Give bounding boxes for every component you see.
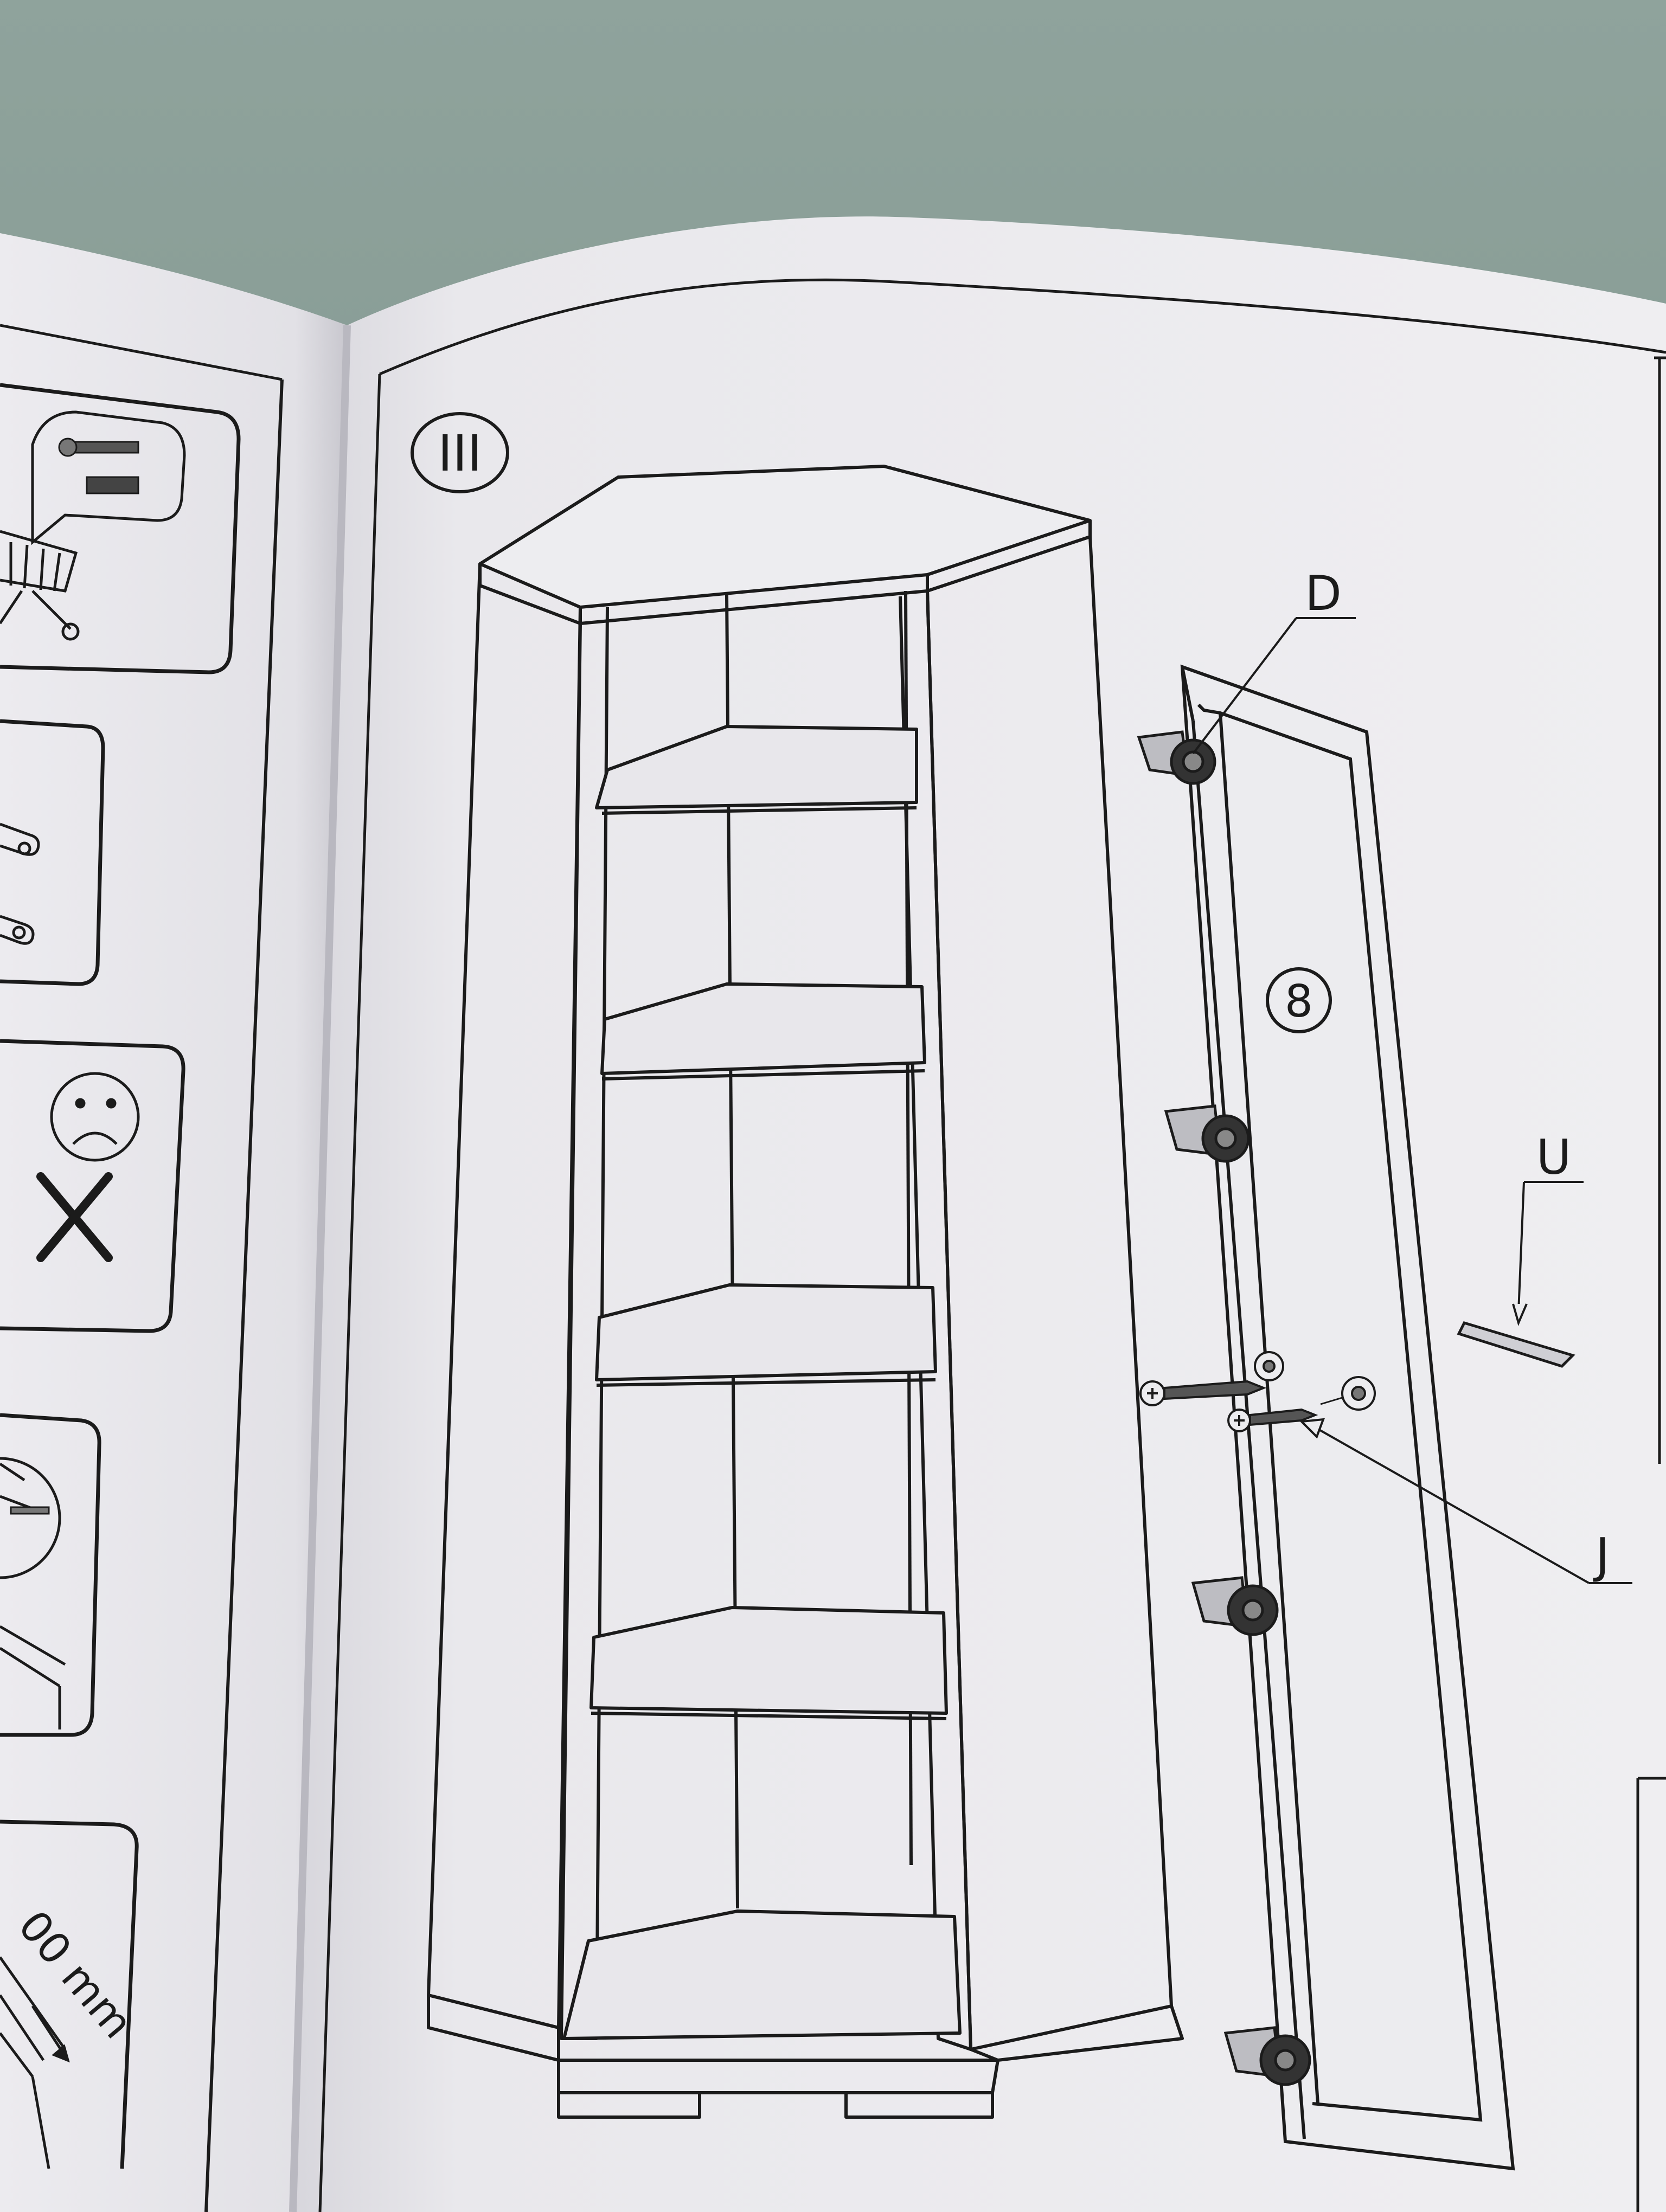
measure-lines [0,1956,67,2169]
panel-number-badge: 8 [1266,967,1332,1033]
corner-cabinet [427,465,1184,2119]
page-gutter [289,325,351,2212]
screws [1139,1351,1376,1432]
hinges [1137,730,1311,2086]
screw-icon [58,438,139,457]
left-page-icons [0,324,284,2212]
screw-icon [1139,1380,1267,1406]
cart-icon [0,530,80,641]
door-panel [1180,664,1515,2171]
panel-number: 8 [1285,976,1313,1027]
hinge-icon [86,476,139,494]
callout-label-u: U [1536,1129,1571,1185]
step-badge: III [411,412,509,493]
callout-leaders [1192,617,1632,1584]
sad-face-icon [50,1072,140,1162]
hinge-icon [1191,1576,1279,1636]
tool-box-3 [0,1039,185,1333]
arrow-icon [31,2005,70,2063]
cross-icon [36,1172,113,1262]
callout-label-j: J [1593,1528,1610,1584]
tool-box-4 [0,1413,101,1737]
tool-box-1 [0,383,241,674]
hinge-icon [1137,730,1216,785]
magnifier-detail [0,1457,66,1729]
callout-label-d: D [1305,565,1342,621]
handle-icon [1457,1321,1575,1368]
tool-box-2 [0,719,105,986]
page-rules [318,278,1666,2212]
hinge-icon [1223,2026,1311,2086]
step-numeral: III [438,425,482,483]
tool-box-5 [0,1819,139,2169]
screw-icon [1227,1408,1318,1432]
screwdriver-icon [0,822,40,945]
hinge-icon [1164,1104,1250,1163]
